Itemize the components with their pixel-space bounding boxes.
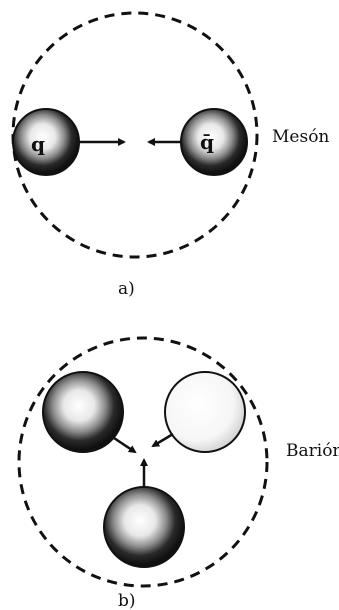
baryon-panel: Barión b) [17, 336, 339, 610]
meson-caption: Mesón [272, 127, 329, 147]
top-left-arrow [110, 434, 137, 454]
quark-particle-top-right [164, 371, 246, 453]
quark-particle: q [12, 108, 80, 176]
panel-a-label: a) [118, 279, 135, 299]
quark-label: q [31, 132, 45, 156]
meson-panel: q q̄ Mesón a) [11, 11, 329, 299]
quark-particle-top-left [42, 371, 124, 453]
baryon-caption: Barión [286, 441, 339, 461]
baryon-boundary [17, 336, 269, 588]
antiquark-particle: q̄ [180, 108, 248, 176]
antiquark-label: q̄ [200, 130, 214, 154]
panel-b-label: b) [118, 591, 136, 610]
top-right-arrow [151, 432, 174, 448]
quark-particle-bottom [103, 486, 185, 568]
